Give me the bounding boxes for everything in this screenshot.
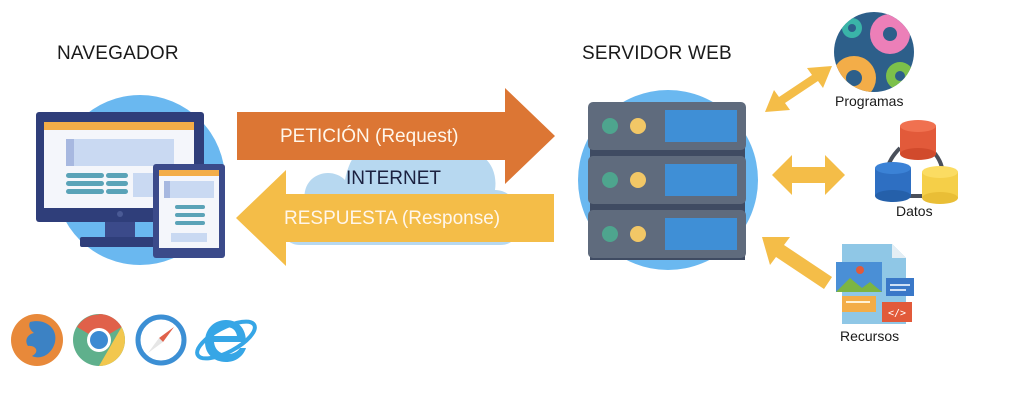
browser-title: NAVEGADOR [57,43,179,64]
resources-label: Recursos [840,328,900,344]
programs-gears-icon [834,12,914,92]
internet-label: INTERNET [346,168,441,189]
svg-text:</>: </> [888,308,906,319]
resources-arrow [762,237,832,289]
server-unit-1 [588,102,746,150]
programs-label: Programas [835,93,904,109]
firefox-icon [11,314,63,366]
database-red [900,120,936,160]
resources-file-icon: </> [836,244,914,324]
chrome-icon [73,314,125,366]
database-yellow [922,166,958,204]
browser-devices-illustration [36,95,225,265]
database-icon [875,120,958,204]
server-unit-2 [588,156,746,204]
safari-icon [135,314,187,366]
request-arrow [237,88,555,184]
monitor-icon [36,112,204,247]
response-label: RESPUESTA (Response) [284,208,501,229]
data-label: Datos [896,203,933,219]
browser-logos [11,314,257,366]
server-unit-3 [588,210,746,258]
tablet-icon [153,164,225,258]
server-title: SERVIDOR WEB [582,43,732,64]
server-illustration [578,90,758,270]
database-blue [875,162,911,202]
response-arrow [236,170,554,266]
request-label: PETICIÓN (Request) [280,126,459,147]
data-double-arrow [772,155,845,195]
programs-double-arrow [765,66,832,112]
internet-explorer-icon [195,319,257,362]
